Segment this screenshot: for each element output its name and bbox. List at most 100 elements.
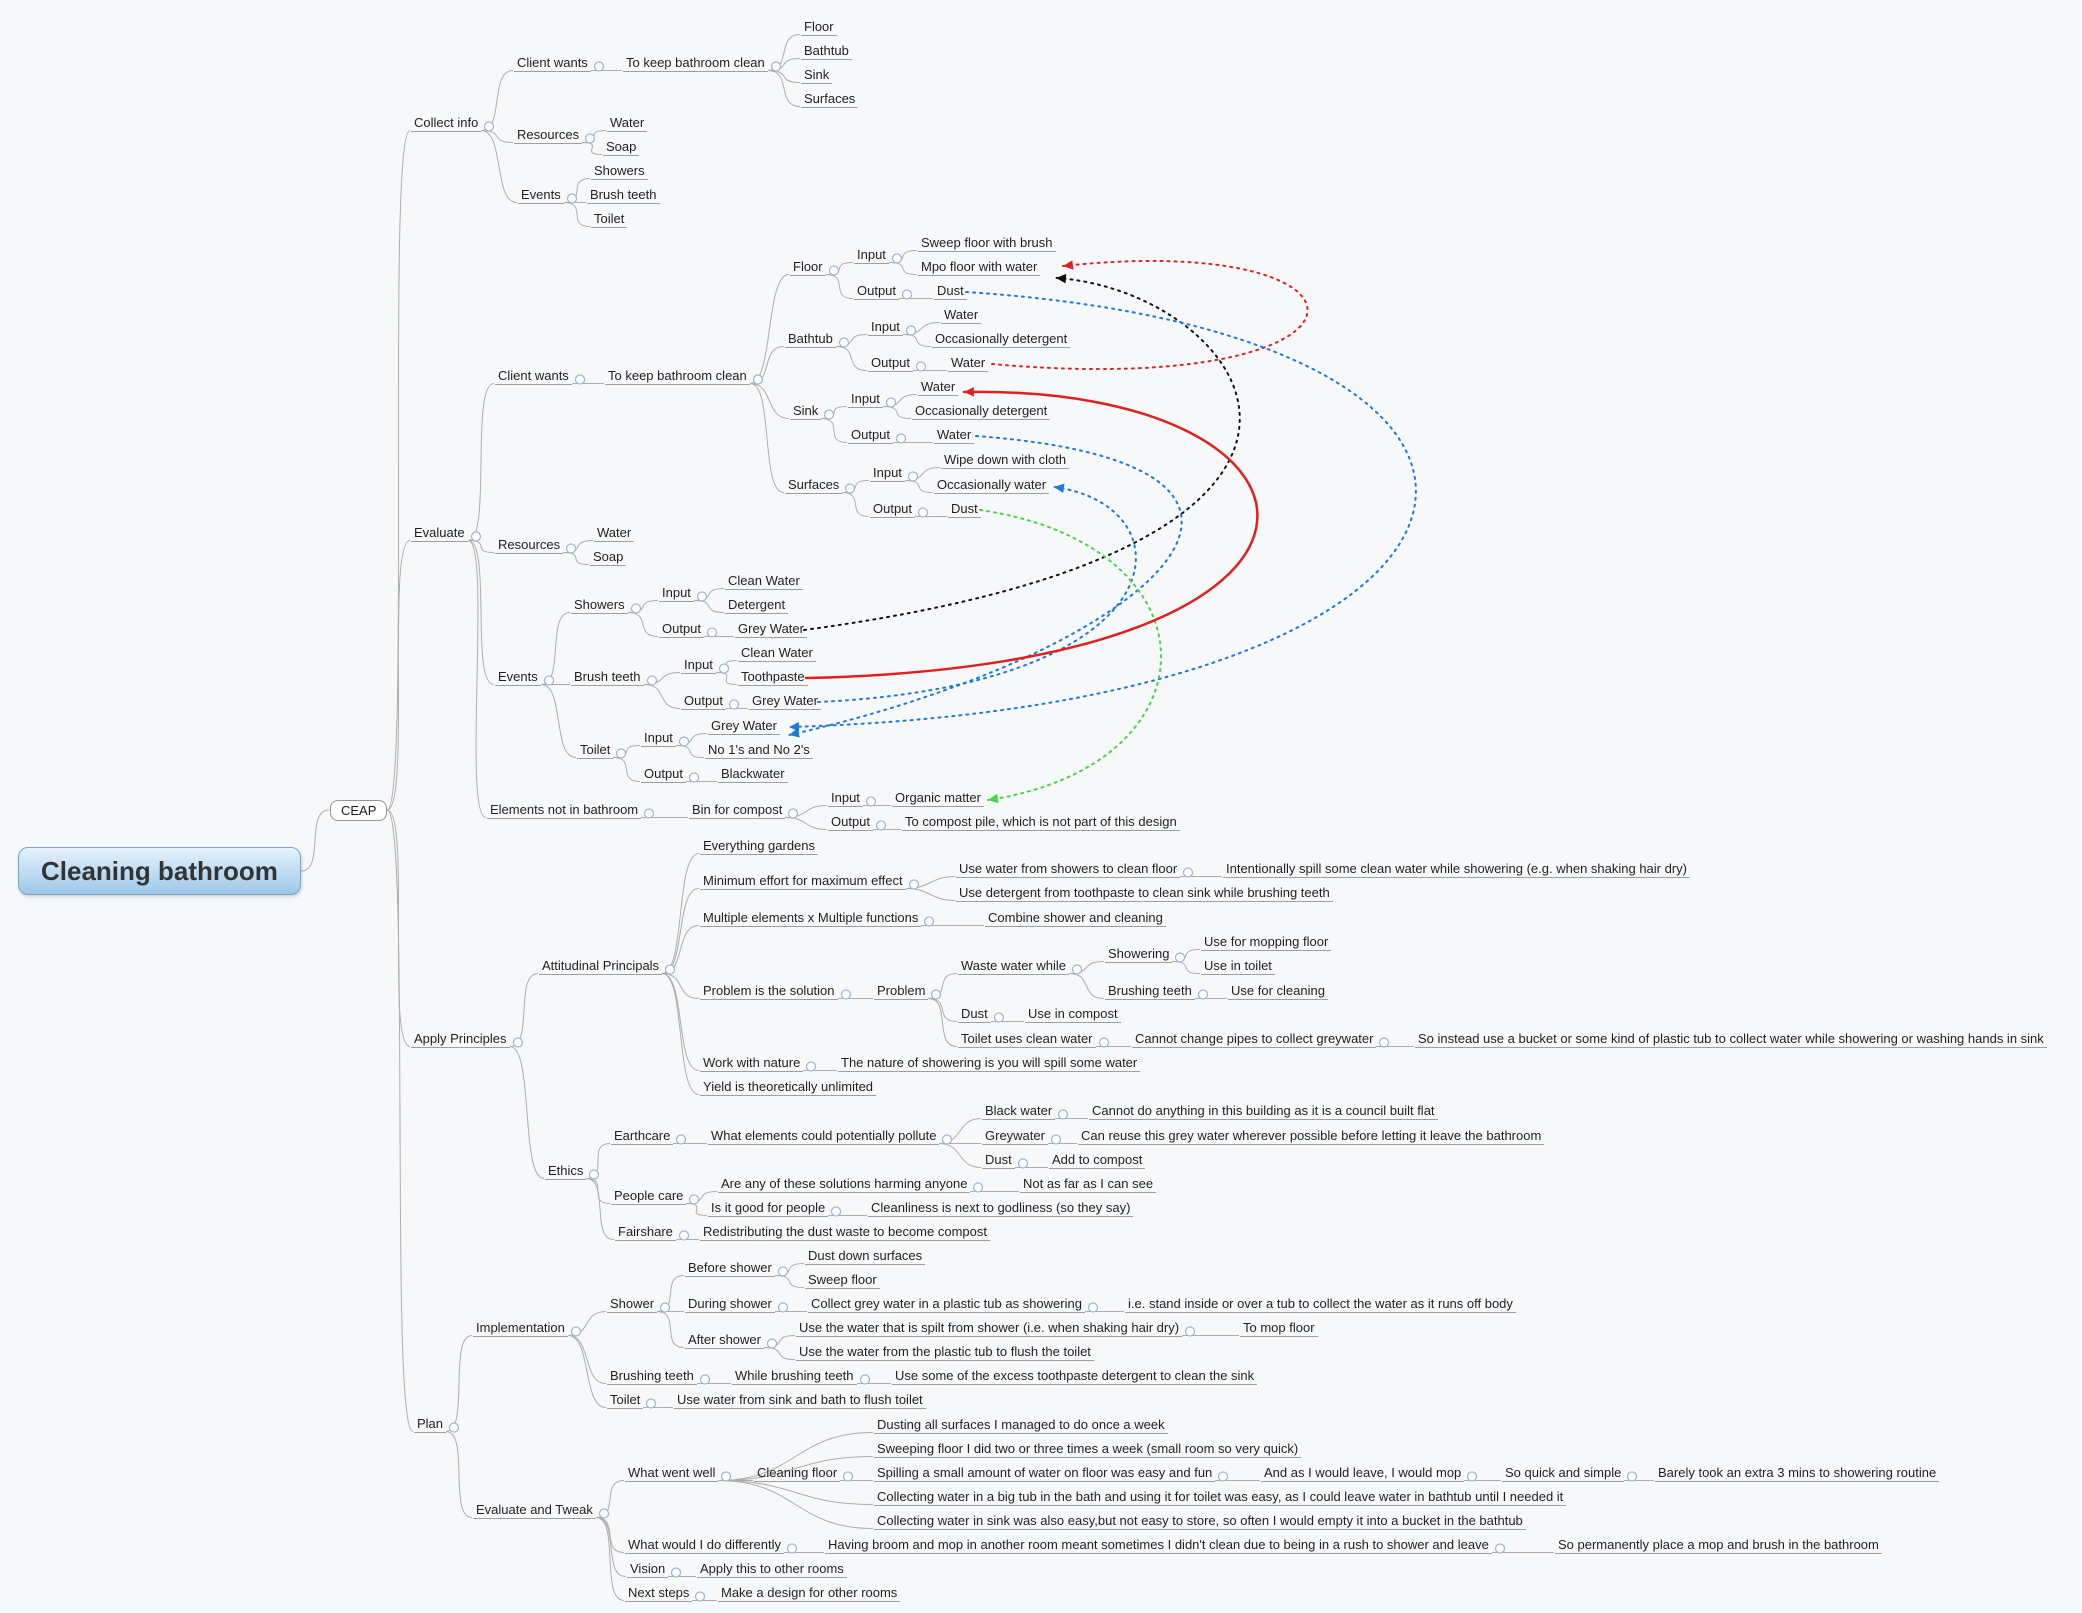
mind-map-node[interactable]: Greywater <box>982 1128 1048 1145</box>
fold-icon[interactable] <box>483 121 495 132</box>
fold-icon[interactable] <box>941 1134 953 1145</box>
mind-map-node[interactable]: What went well <box>625 1465 719 1482</box>
mind-map-node[interactable]: Wipe down with cloth <box>941 452 1070 469</box>
fold-icon[interactable] <box>688 1194 700 1205</box>
mind-map-node[interactable]: During shower <box>685 1296 775 1313</box>
connector-greywater-to-surfaces-water[interactable] <box>817 486 1137 703</box>
fold-icon[interactable] <box>895 433 907 444</box>
mind-map-node[interactable]: Detergent <box>725 597 789 614</box>
root-node[interactable]: Cleaning bathroom <box>18 847 301 895</box>
connector-toothpaste-to-sink-water[interactable] <box>804 390 1259 680</box>
mind-map-node[interactable]: Floor <box>790 259 826 276</box>
fold-icon[interactable] <box>630 603 642 614</box>
mind-map-node[interactable]: Clean Water <box>738 645 816 662</box>
fold-icon[interactable] <box>905 325 917 336</box>
fold-icon[interactable] <box>1050 1134 1062 1145</box>
mind-map-node[interactable]: Input <box>641 730 676 747</box>
mind-map-node[interactable]: Black water <box>982 1103 1056 1120</box>
fold-icon[interactable] <box>728 699 740 710</box>
fold-icon[interactable] <box>930 989 942 1000</box>
fold-icon[interactable] <box>844 483 856 494</box>
mind-map-node[interactable]: Work with nature <box>700 1055 804 1072</box>
mind-map-node[interactable]: Soap <box>590 549 627 566</box>
mind-map-node[interactable]: Toilet <box>607 1392 644 1409</box>
mind-map-node[interactable]: What elements could potentially pollute <box>708 1128 940 1145</box>
connector-sink-water-to-toilet-greywater[interactable] <box>788 435 1183 736</box>
mind-map-node[interactable]: Sweep floor with brush <box>918 235 1056 252</box>
mind-map-node[interactable]: People care <box>611 1188 687 1205</box>
fold-icon[interactable] <box>584 133 596 144</box>
mind-map-node[interactable]: Minimum effort for maximum effect <box>700 873 906 890</box>
mind-map-node[interactable]: Dust <box>982 1152 1015 1169</box>
mind-map-node[interactable]: Output <box>641 766 687 783</box>
mind-map-node[interactable]: Clean Water <box>725 573 803 590</box>
fold-icon[interactable] <box>678 1230 690 1241</box>
mind-map-node[interactable]: Events <box>495 669 541 686</box>
mind-map-node[interactable]: Bathtub <box>801 43 852 60</box>
fold-icon[interactable] <box>678 736 690 747</box>
mind-map-node[interactable]: After shower <box>685 1332 764 1349</box>
mind-map-node[interactable]: Problem <box>874 983 929 1000</box>
fold-icon[interactable] <box>588 1169 600 1180</box>
mind-map-node[interactable]: Water <box>934 427 975 444</box>
mind-map-node[interactable]: To mop floor <box>1240 1320 1318 1337</box>
fold-icon[interactable] <box>993 1012 1005 1023</box>
fold-icon[interactable] <box>1182 867 1194 878</box>
fold-icon[interactable] <box>770 61 782 72</box>
mind-map-node[interactable]: Spilling a small amount of water on floo… <box>874 1465 1216 1482</box>
mind-map-node[interactable]: Input <box>659 585 694 602</box>
fold-icon[interactable] <box>885 397 897 408</box>
mind-map-node[interactable]: Elements not in bathroom <box>487 802 642 819</box>
fold-icon[interactable] <box>972 1182 984 1193</box>
mind-map-node[interactable]: Output <box>659 621 705 638</box>
mind-map-node[interactable]: Input <box>870 465 905 482</box>
mind-map-node[interactable]: Resources <box>514 127 583 144</box>
mind-map-node[interactable]: To keep bathroom clean <box>623 55 768 72</box>
mind-map-node[interactable]: Output <box>828 814 874 831</box>
fold-icon[interactable] <box>1071 964 1083 975</box>
fold-icon[interactable] <box>1626 1471 1638 1482</box>
mind-map-node[interactable]: Redistributing the dust waste to become … <box>700 1224 990 1241</box>
mind-map-node[interactable]: Use in toilet <box>1201 958 1275 975</box>
mind-map-node[interactable]: Is it good for people <box>708 1200 829 1217</box>
mind-map-node[interactable]: Cannot change pipes to collect greywater <box>1132 1031 1377 1048</box>
fold-icon[interactable] <box>823 409 835 420</box>
mind-map-node[interactable]: Make a design for other rooms <box>718 1585 901 1602</box>
fold-icon[interactable] <box>838 337 850 348</box>
mind-map-node[interactable]: Input <box>828 790 863 807</box>
mind-map-node[interactable]: While brushing teeth <box>732 1368 857 1385</box>
connector-bath-water-to-mop-floor[interactable] <box>991 259 1309 371</box>
fold-icon[interactable] <box>699 1374 711 1385</box>
fold-icon[interactable] <box>907 471 919 482</box>
mind-map-node[interactable]: Dust <box>958 1006 991 1023</box>
mind-map-node[interactable]: Output <box>848 427 894 444</box>
fold-icon[interactable] <box>470 531 482 542</box>
mind-map-node[interactable]: Sweep floor <box>805 1272 880 1289</box>
mind-map-node[interactable]: Water <box>941 307 982 324</box>
fold-icon[interactable] <box>917 507 929 518</box>
mind-map-node[interactable]: Showering <box>1105 946 1173 963</box>
fold-icon[interactable] <box>875 820 887 831</box>
mind-map-node[interactable]: Use water from showers to clean floor <box>956 861 1181 878</box>
mind-map-node[interactable]: Sink <box>801 67 833 84</box>
mind-map-node[interactable]: Occasionally detergent <box>932 331 1071 348</box>
mind-map-node[interactable]: Next steps <box>625 1585 693 1602</box>
mind-map-node[interactable]: Showers <box>591 163 648 180</box>
fold-icon[interactable] <box>574 374 586 385</box>
mind-map-node[interactable]: Cleanliness is next to godliness (so the… <box>868 1200 1134 1217</box>
mind-map-node[interactable]: Earthcare <box>611 1128 674 1145</box>
mind-map-node[interactable]: Before shower <box>685 1260 775 1277</box>
mind-map-node[interactable]: Add to compost <box>1049 1152 1146 1169</box>
mind-map-node[interactable]: Evaluate <box>411 525 468 542</box>
mind-map-node[interactable]: Showers <box>571 597 628 614</box>
mind-map-node[interactable]: Combine shower and cleaning <box>985 910 1166 927</box>
fold-icon[interactable] <box>566 193 578 204</box>
mind-map-node[interactable]: Not as far as I can see <box>1020 1176 1157 1193</box>
mind-map-node[interactable]: Collect grey water in a plastic tub as s… <box>808 1296 1085 1313</box>
mind-map-node[interactable]: Use for cleaning <box>1228 983 1328 1000</box>
mind-map-node[interactable]: Cleaning floor <box>754 1465 841 1482</box>
mind-map-node[interactable]: Use some of the excess toothpaste deterg… <box>892 1368 1258 1385</box>
mind-map-node[interactable]: Input <box>868 319 903 336</box>
fold-icon[interactable] <box>787 808 799 819</box>
mind-map-node[interactable]: Occasionally detergent <box>912 403 1051 420</box>
